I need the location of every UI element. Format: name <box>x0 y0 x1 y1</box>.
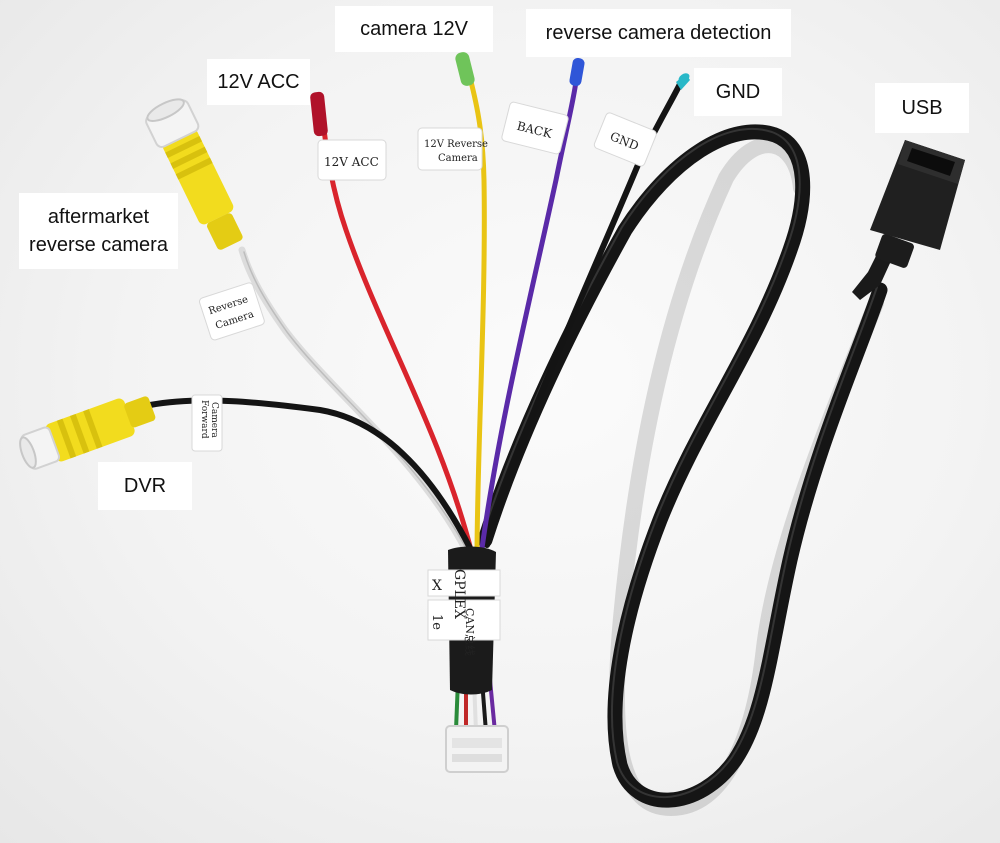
svg-text:Forward: Forward <box>199 400 209 439</box>
harness-sleeve: GPLEX CAN总线 X 1e <box>427 546 501 695</box>
camera-12v-wire <box>465 67 487 553</box>
sleeve-tag-mid: CAN总线 <box>463 608 477 656</box>
label-12v-acc: 12V ACC <box>207 59 310 105</box>
reverse-camera-wire <box>238 246 471 556</box>
label-reverse-camera-detection: reverse camera detection <box>526 9 791 57</box>
wire-tag-reverse: Reverse Camera <box>199 282 265 341</box>
label-reverse-camera-detection-text: reverse camera detection <box>545 22 772 44</box>
wire-tag-gnd: GND <box>593 112 657 167</box>
back-wire <box>479 65 581 551</box>
usb-cable <box>477 124 888 808</box>
label-gnd-text: GND <box>715 81 761 103</box>
usb-connector <box>852 140 965 300</box>
label-camera-12v-text: camera 12V <box>360 18 468 40</box>
sleeve-tag-top: GPLEX <box>451 569 467 619</box>
label-usb: USB <box>875 83 969 133</box>
label-usb-text: USB <box>901 97 943 119</box>
dvr-rca-plug <box>19 396 156 470</box>
svg-text:12V Reverse: 12V Reverse <box>424 139 488 150</box>
svg-text:Camera: Camera <box>209 402 219 438</box>
label-12v-acc-text: 12V ACC <box>217 71 300 93</box>
aftermarket-rca-plug <box>145 98 243 250</box>
sleeve-tag-left: X <box>432 578 442 594</box>
wire-tag-back: BACK <box>501 101 569 155</box>
gnd-wire <box>484 81 683 548</box>
label-aftermarket-reverse-camera: aftermarket reverse camera <box>19 193 178 269</box>
wire-tag-forward: Forward Camera <box>191 394 223 452</box>
label-aftermarket-line2: reverse camera <box>29 234 168 256</box>
label-camera-12v: camera 12V <box>335 6 493 52</box>
label-dvr-text: DVR <box>123 475 167 497</box>
svg-text:12V ACC: 12V ACC <box>324 155 379 169</box>
svg-text:Camera: Camera <box>438 153 478 164</box>
sleeve-tag-left2: 1e <box>429 614 444 630</box>
label-dvr: DVR <box>98 462 192 510</box>
wire-tag-acc: 12V ACC <box>317 139 387 181</box>
label-aftermarket-line1: aftermarket <box>47 206 150 228</box>
label-gnd: GND <box>694 68 782 116</box>
wire-tag-reverse-12v: 12V Reverse Camera <box>417 127 488 171</box>
